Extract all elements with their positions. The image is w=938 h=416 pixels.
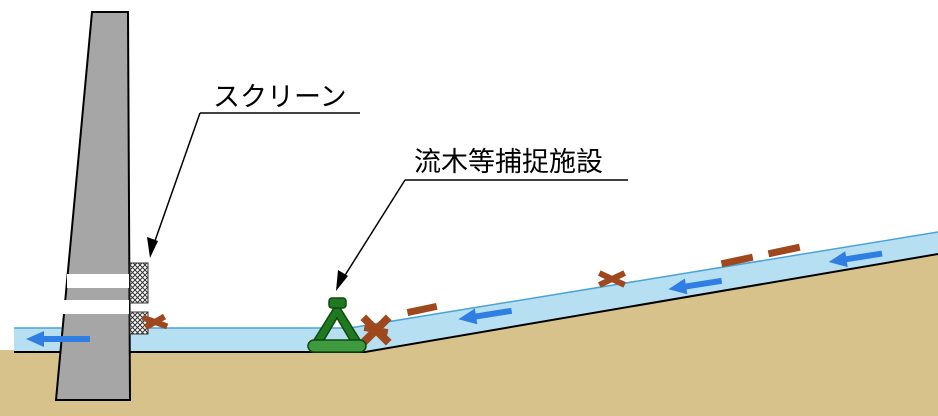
riverbed-line <box>14 253 938 353</box>
blue-arrow-icon <box>668 277 723 295</box>
driftwood-log-icon <box>406 302 438 317</box>
driftwood-log-icon <box>141 313 169 331</box>
blue-arrow-icon <box>828 250 883 268</box>
driftwood-log-icon <box>360 314 392 346</box>
screen-callout: スクリーン <box>147 82 360 258</box>
driftwood-log-icon <box>720 253 754 268</box>
callout-arrowhead-icon <box>336 270 348 291</box>
blue-arrow-icon <box>26 331 90 347</box>
driftwood-log-icon <box>598 270 626 288</box>
blue-arrow-icon <box>458 307 513 325</box>
debris-trap-label: 流木等捕捉施設 <box>414 147 603 178</box>
dam-slit-lower <box>63 300 129 314</box>
debris-trap-callout: 流木等捕捉施設 <box>336 147 628 291</box>
driftwood-log-icon <box>767 243 801 258</box>
callout-arrowhead-icon <box>147 237 158 258</box>
flow-arrows <box>26 250 883 347</box>
dam-slit-upper <box>67 274 129 288</box>
screen-mesh-upper <box>129 262 149 304</box>
debris-trap-icon <box>307 297 367 353</box>
screen-label: スクリーン <box>213 82 347 113</box>
driftwood <box>141 243 801 346</box>
